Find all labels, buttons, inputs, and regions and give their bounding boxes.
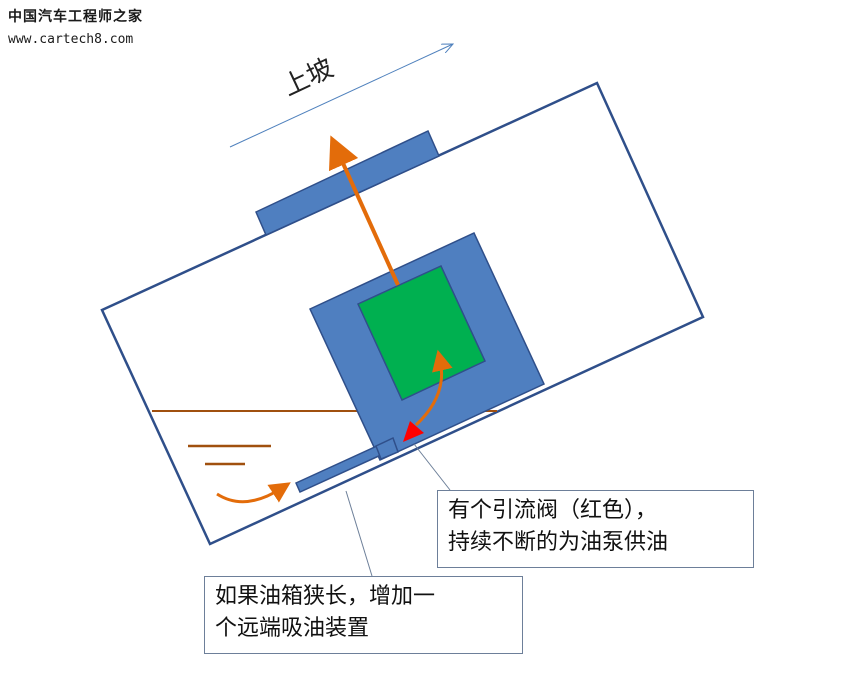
fuel-output-arrow	[329, 135, 400, 286]
jet-flow-arrow	[414, 349, 453, 427]
pickup-leader-line	[345, 490, 373, 577]
pickup-callout: 如果油箱狭长，增加一 个远端吸油装置	[204, 576, 523, 654]
slope-label: 上坡	[278, 53, 338, 102]
tank-top-flange	[255, 129, 440, 236]
pickup-callout-line-1: 如果油箱狭长，增加一	[215, 584, 436, 609]
valve-leader-line	[413, 443, 451, 491]
valve-callout-line-2: 持续不断的为油泵供油	[448, 530, 669, 555]
watermark-url: www.cartech8.com	[8, 32, 134, 47]
pickup-flow-arrow	[216, 482, 291, 504]
pickup-callout-line-2: 个远端吸油装置	[215, 616, 370, 641]
slope-direction-arrow	[229, 44, 453, 148]
watermark-brand: 中国汽车工程师之家	[8, 9, 143, 25]
valve-callout-line-1: 有个引流阀（红色），	[448, 498, 658, 523]
fuel-pump	[357, 265, 486, 402]
valve-callout: 有个引流阀（红色）， 持续不断的为油泵供油	[437, 490, 754, 568]
pickup-connector	[375, 436, 399, 460]
jet-valve	[403, 421, 424, 442]
